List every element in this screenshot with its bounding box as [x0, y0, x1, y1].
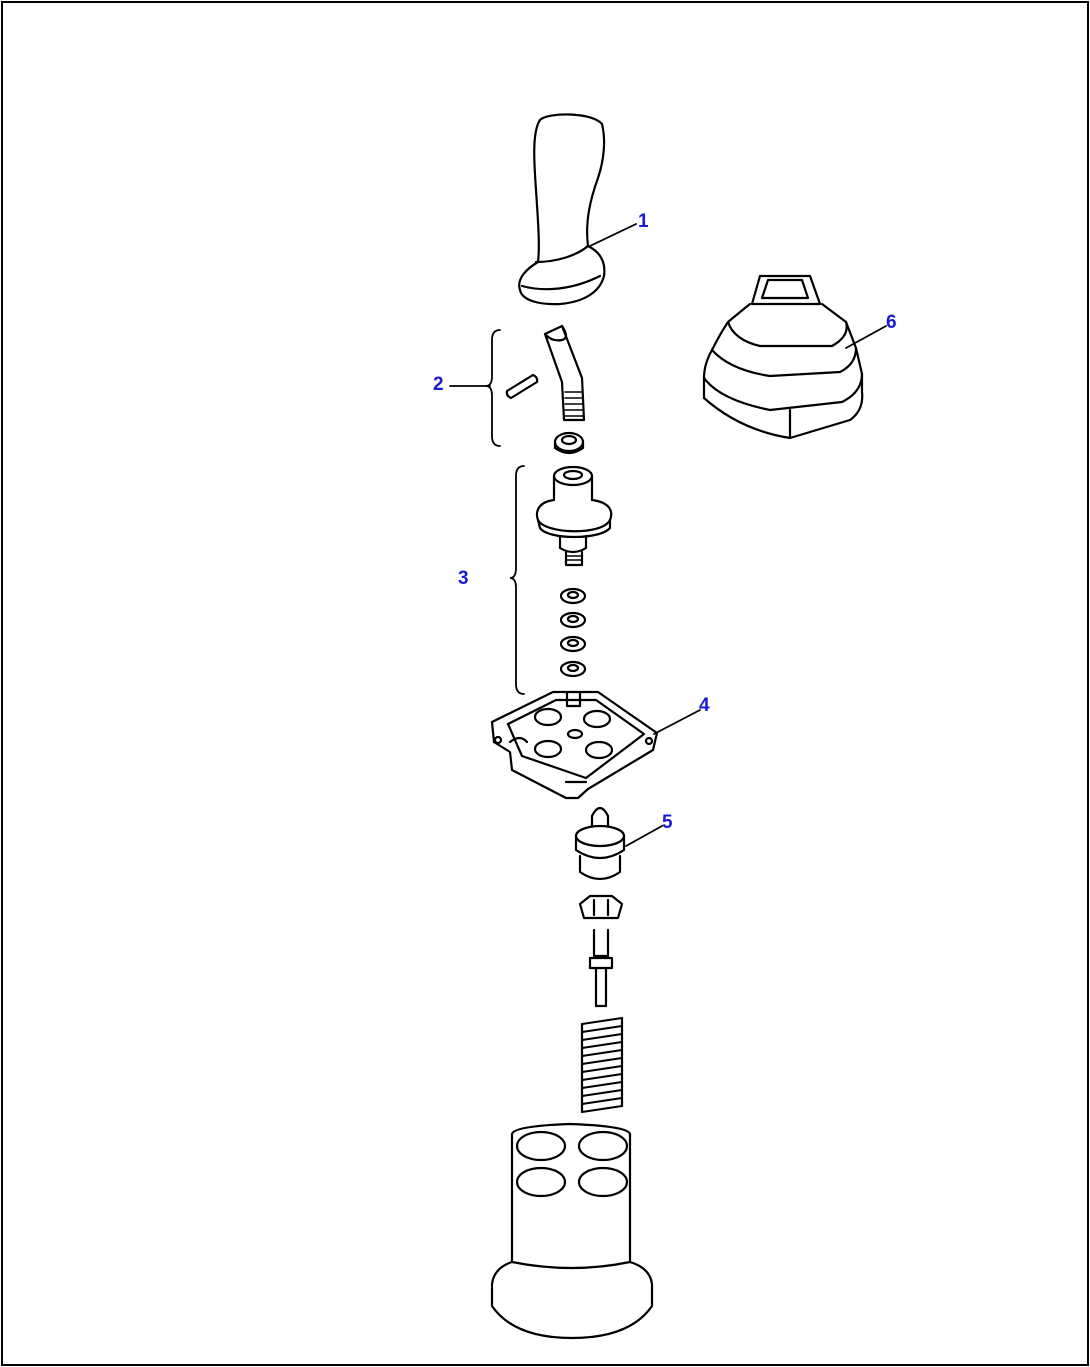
base-plate-part	[490, 690, 659, 800]
brace-3	[509, 465, 525, 695]
stem-and-pin-part	[505, 324, 586, 455]
valve-body-part	[490, 1122, 654, 1340]
spring-part	[580, 1016, 624, 1114]
callout-1: 1	[638, 211, 649, 232]
plunger-part	[574, 806, 626, 881]
callout-4: 4	[699, 695, 710, 716]
lever-grip-part	[518, 113, 606, 306]
callout-2: 2	[433, 374, 444, 395]
callout-5: 5	[662, 812, 673, 833]
leader-line-6	[845, 325, 887, 349]
callout-3: 3	[458, 568, 469, 589]
leader-line-4	[653, 709, 701, 735]
rod-and-nut-part	[578, 894, 624, 1008]
leader-line-5	[625, 825, 663, 847]
callout-6: 6	[886, 312, 897, 333]
joint-assembly-part	[535, 465, 613, 678]
rubber-boot-part	[702, 274, 864, 440]
leader-line-1	[589, 223, 637, 247]
brace-2	[485, 329, 501, 447]
